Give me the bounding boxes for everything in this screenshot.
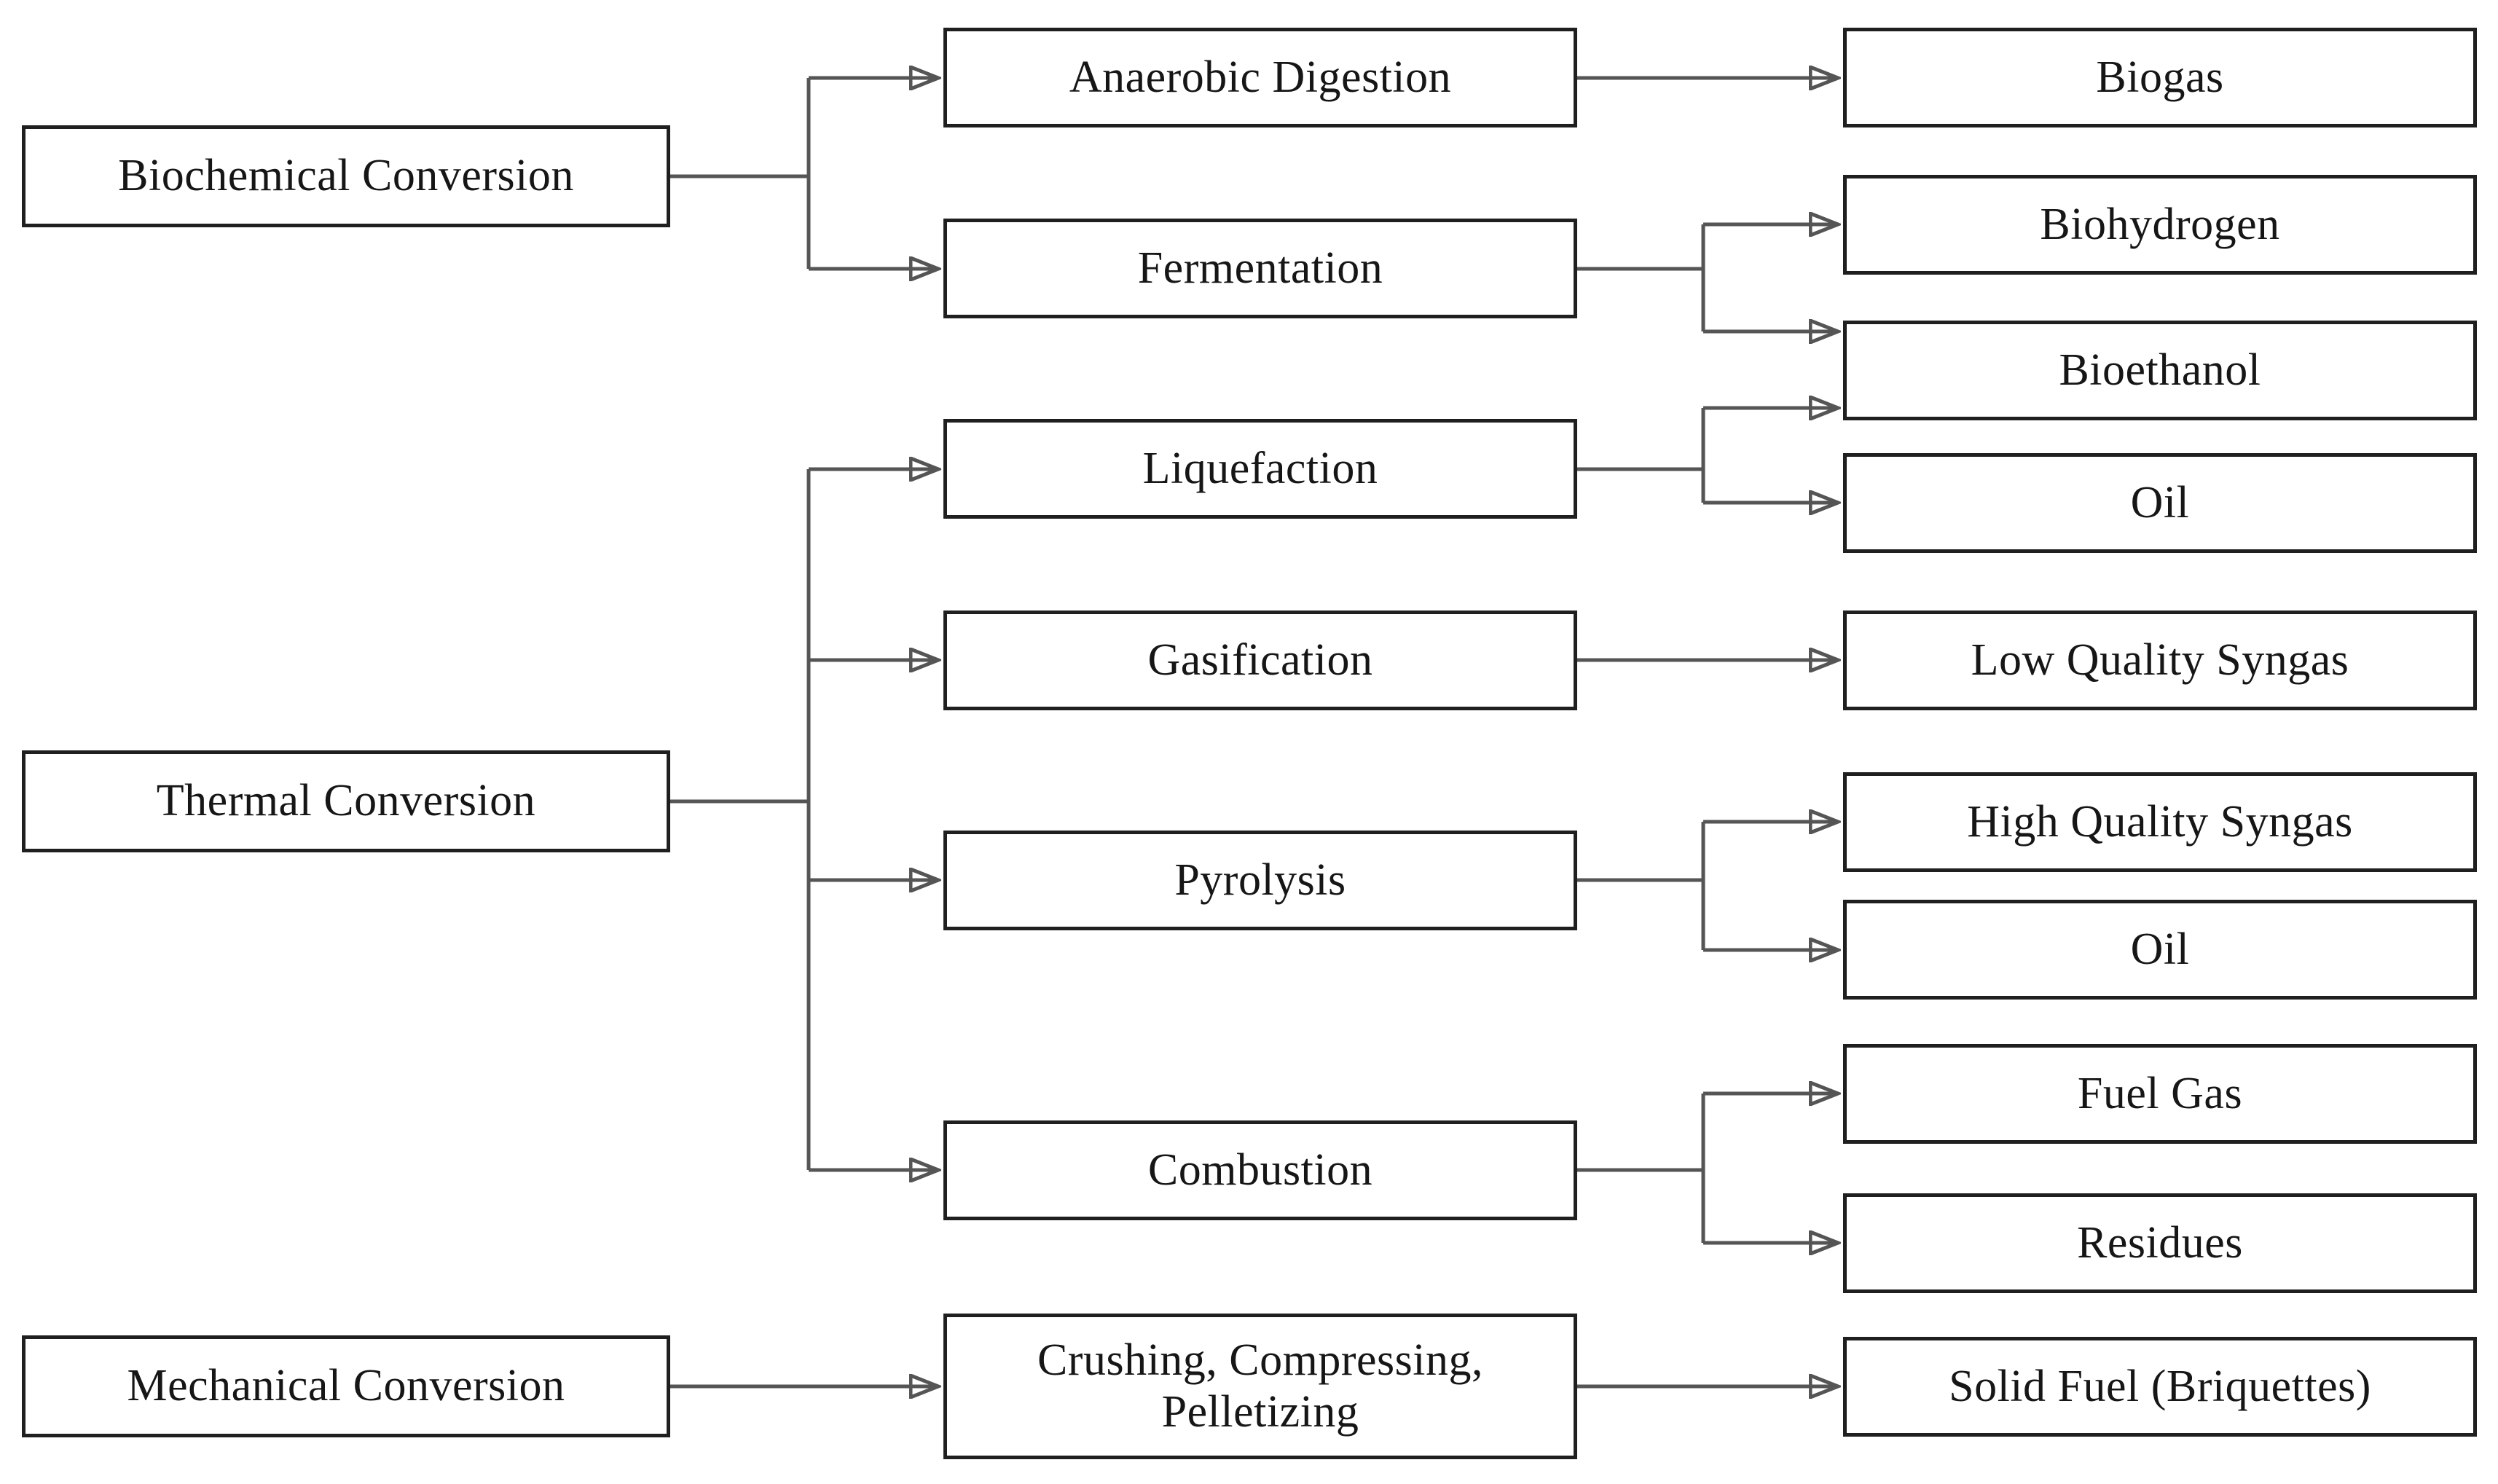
- node-biogas: Biogas: [1843, 28, 2477, 127]
- node-label-solid-fuel-briquettes: Solid Fuel (Briquettes): [1949, 1361, 2371, 1411]
- node-oil-pyrolysis: Oil: [1843, 900, 2477, 1000]
- node-oil-liquefaction: Oil: [1843, 453, 2477, 553]
- node-combustion: Combustion: [943, 1120, 1577, 1220]
- node-label-biohydrogen: Biohydrogen: [2040, 199, 2280, 249]
- node-gasification: Gasification: [943, 611, 1577, 710]
- node-low-quality-syngas: Low Quality Syngas: [1843, 611, 2477, 710]
- node-label-biogas: Biogas: [2096, 52, 2224, 102]
- node-biochemical-conversion: Biochemical Conversion: [22, 125, 670, 227]
- node-label-pyrolysis: Pyrolysis: [1174, 855, 1346, 905]
- node-label-liquefaction: Liquefaction: [1142, 443, 1378, 493]
- node-label-biochemical-conversion: Biochemical Conversion: [118, 151, 574, 201]
- node-biohydrogen: Biohydrogen: [1843, 175, 2477, 275]
- node-label-oil-pyrolysis: Oil: [2130, 924, 2190, 974]
- node-mechanical-conversion: Mechanical Conversion: [22, 1335, 670, 1437]
- node-bioethanol: Bioethanol: [1843, 321, 2477, 420]
- node-label-combustion: Combustion: [1147, 1145, 1373, 1195]
- node-anaerobic-digestion: Anaerobic Digestion: [943, 28, 1577, 127]
- node-crushing-compressing-pelletizing: Crushing, Compressing, Pelletizing: [943, 1314, 1577, 1459]
- node-fuel-gas: Fuel Gas: [1843, 1044, 2477, 1144]
- node-label-fermentation: Fermentation: [1137, 243, 1383, 293]
- node-label-oil-liquefaction: Oil: [2130, 477, 2190, 527]
- node-fermentation: Fermentation: [943, 219, 1577, 318]
- node-label-low-quality-syngas: Low Quality Syngas: [1971, 635, 2349, 685]
- node-label-gasification: Gasification: [1147, 635, 1373, 685]
- node-label-residues: Residues: [2077, 1217, 2243, 1268]
- node-liquefaction: Liquefaction: [943, 419, 1577, 519]
- node-label-fuel-gas: Fuel Gas: [2077, 1068, 2243, 1118]
- node-label-thermal-conversion: Thermal Conversion: [156, 776, 536, 826]
- node-label-high-quality-syngas: High Quality Syngas: [1967, 796, 2353, 847]
- node-label-anaerobic-digestion: Anaerobic Digestion: [1069, 52, 1452, 102]
- node-residues: Residues: [1843, 1193, 2477, 1293]
- node-thermal-conversion: Thermal Conversion: [22, 750, 670, 852]
- node-label-mechanical-conversion: Mechanical Conversion: [127, 1361, 565, 1411]
- node-label-bioethanol: Bioethanol: [2059, 345, 2261, 395]
- node-high-quality-syngas: High Quality Syngas: [1843, 772, 2477, 872]
- node-solid-fuel-briquettes: Solid Fuel (Briquettes): [1843, 1337, 2477, 1437]
- node-label-crushing-compressing-pelletizing: Crushing, Compressing, Pelletizing: [1037, 1335, 1484, 1437]
- node-pyrolysis: Pyrolysis: [943, 831, 1577, 930]
